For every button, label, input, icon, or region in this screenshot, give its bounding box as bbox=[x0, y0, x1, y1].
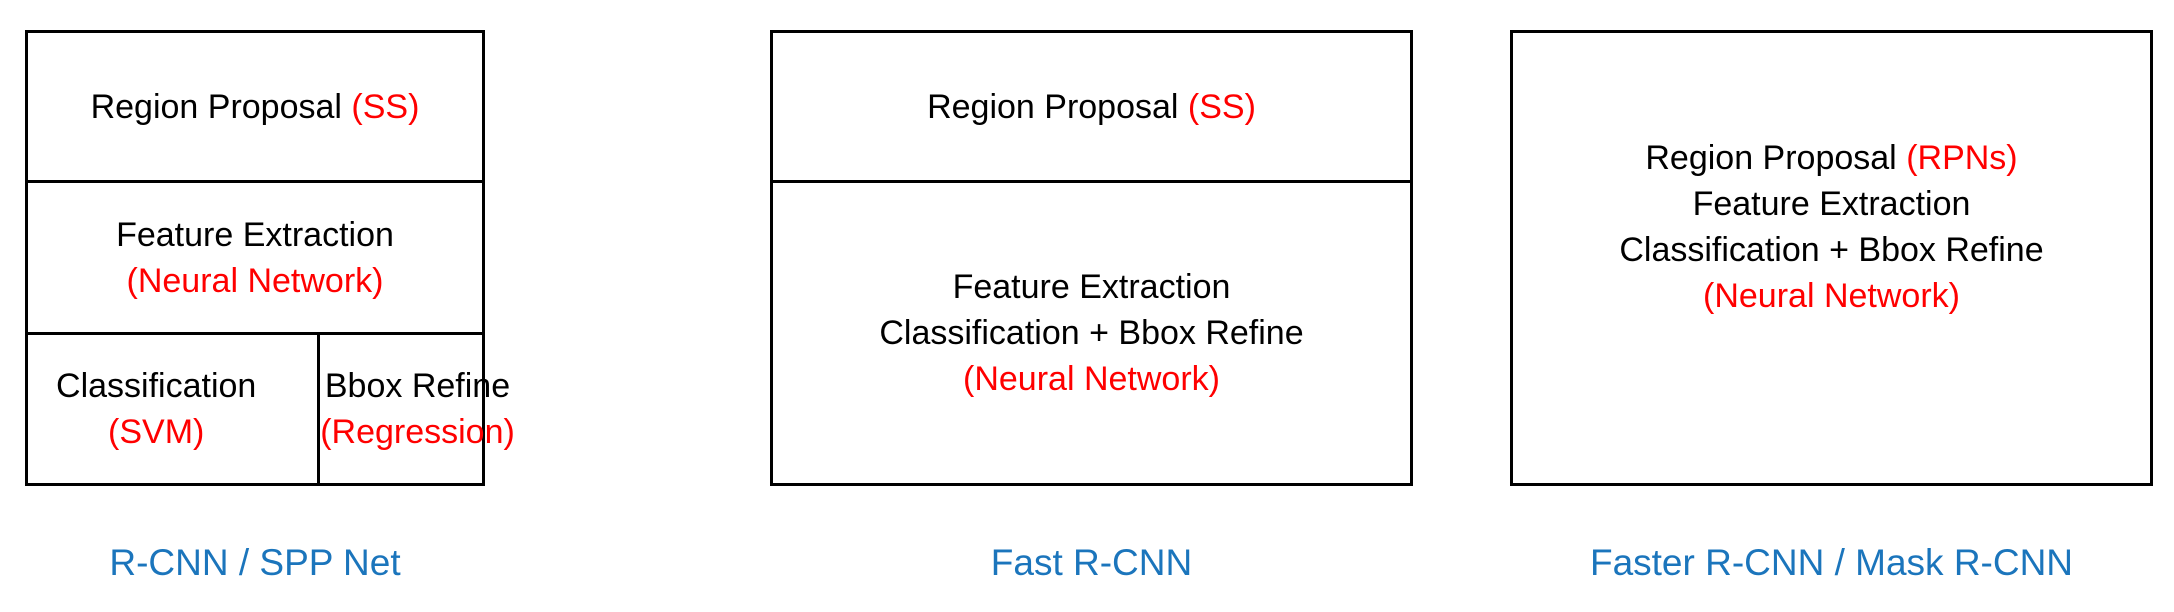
stage-text: Region Proposal (SS) bbox=[91, 84, 420, 130]
fast-rcnn-architecture-box: Region Proposal (SS) Feature Extraction … bbox=[770, 30, 1413, 486]
rcnn-architecture-box: Region Proposal (SS) Feature Extraction … bbox=[25, 30, 515, 486]
stage-text: Classification (SVM) bbox=[56, 363, 256, 455]
fast-rcnn-merged-stage: Feature Extraction Classification + Bbox… bbox=[773, 183, 1410, 483]
rcnn-output-stages: Classification (SVM) Bbox Refine (Regres… bbox=[28, 335, 515, 483]
stage-method: (RPNs) bbox=[1906, 139, 2018, 177]
stage-label: Classification + Bbox Refine bbox=[879, 314, 1304, 352]
stage-method: (Neural Network) bbox=[963, 360, 1220, 398]
fast-rcnn-region-proposal-stage: Region Proposal (SS) bbox=[773, 33, 1410, 183]
fast-rcnn-caption: Fast R-CNN bbox=[990, 542, 1193, 583]
rcnn-classification-stage: Classification (SVM) bbox=[0, 335, 317, 483]
stage-label: Feature Extraction bbox=[116, 215, 394, 254]
stage-label: Region Proposal bbox=[90, 87, 352, 126]
rcnn-feature-extraction-stage: Feature Extraction (Neural Network) bbox=[28, 183, 482, 335]
stage-text: Region Proposal (RPNs) Feature Extractio… bbox=[1619, 135, 2043, 319]
stage-label: Feature Extraction bbox=[952, 268, 1231, 306]
stage-method: (SS) bbox=[1187, 87, 1256, 126]
faster-rcnn-merged-stage: Region Proposal (RPNs) Feature Extractio… bbox=[1513, 33, 2150, 483]
stage-text: Feature Extraction Classification + Bbox… bbox=[879, 264, 1303, 402]
stage-text: Bbox Refine (Regression) bbox=[320, 363, 515, 455]
faster-rcnn-architecture-box: Region Proposal (RPNs) Feature Extractio… bbox=[1510, 30, 2153, 486]
stage-method: (SVM) bbox=[108, 413, 205, 451]
stage-method: (Regression) bbox=[320, 413, 515, 451]
faster-rcnn-caption: Faster R-CNN / Mask R-CNN bbox=[1589, 542, 2074, 583]
rcnn-caption: R-CNN / SPP Net bbox=[109, 542, 401, 583]
rcnn-bbox-refine-stage: Bbox Refine (Regression) bbox=[317, 335, 515, 483]
stage-method: (Neural Network) bbox=[126, 261, 384, 300]
stage-label: Bbox Refine bbox=[324, 367, 511, 405]
stage-label: Classification bbox=[56, 367, 257, 405]
stage-label: Region Proposal bbox=[1645, 139, 1907, 177]
stage-method: (Neural Network) bbox=[1703, 277, 1960, 315]
stage-label: Region Proposal bbox=[927, 87, 1188, 126]
stage-method: (SS) bbox=[351, 87, 420, 126]
stage-text: Feature Extraction (Neural Network) bbox=[116, 212, 394, 304]
rcnn-region-proposal-stage: Region Proposal (SS) bbox=[28, 33, 482, 183]
stage-label: Feature Extraction bbox=[1692, 185, 1971, 223]
stage-label: Classification + Bbox Refine bbox=[1619, 231, 2044, 269]
stage-text: Region Proposal (SS) bbox=[927, 84, 1256, 130]
stage-line: Region Proposal (RPNs) bbox=[1619, 135, 2043, 181]
